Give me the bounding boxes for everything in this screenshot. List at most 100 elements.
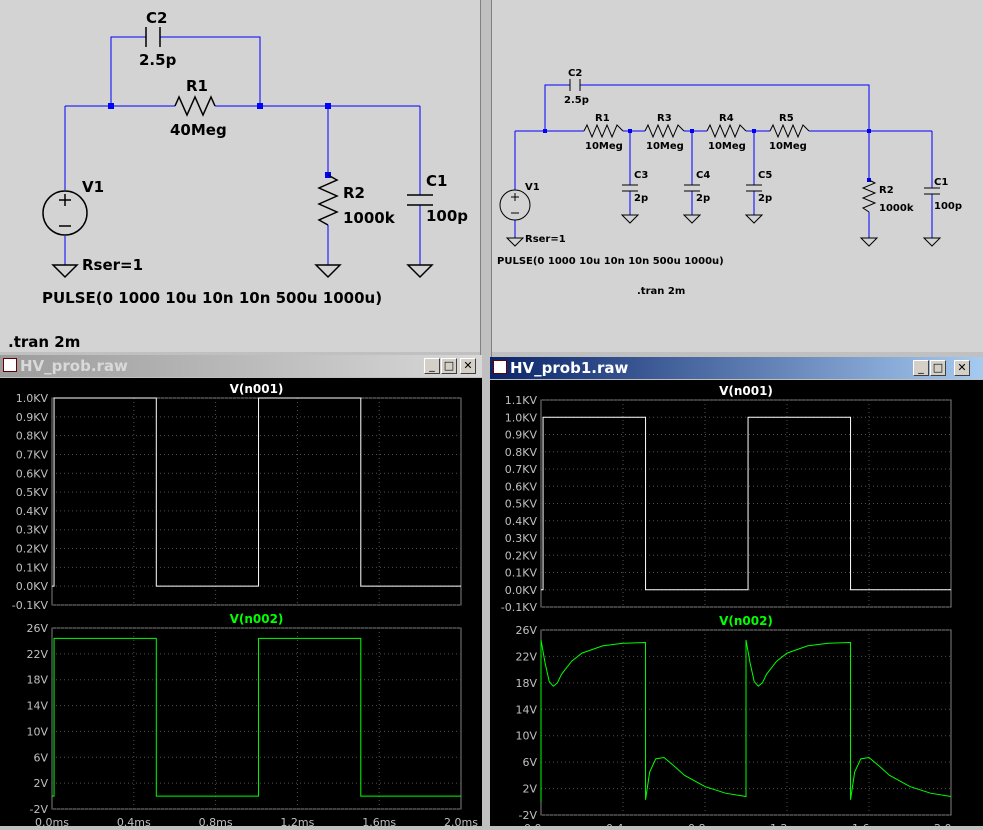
r1-label: R1 [186,77,208,95]
c5-value: 2p [758,193,772,204]
y-tick-label: 0.2KV [16,543,49,556]
r5-resistor[interactable] [769,123,810,139]
x-tick-label: 0.0ms [35,816,69,826]
ground-symbol [314,264,342,279]
c1-value: 100p [934,201,962,212]
r1-value: 10Meg [585,141,623,152]
y-tick-label: 0.8KV [505,446,538,459]
ground-symbol [51,264,79,279]
window-title: HV_prob.raw [20,357,128,375]
y-tick-label: 0.8KV [16,430,49,443]
ground-symbol [406,264,434,279]
r1-resistor[interactable] [583,123,624,139]
pulse-source-spec[interactable]: PULSE(0 1000 10u 10n 10n 500u 1000u) [42,289,382,307]
minimize-button[interactable]: _ [424,358,440,374]
y-tick-label: 1.0KV [505,411,538,424]
waveform-window-icon [493,360,507,374]
maximize-button[interactable]: □ [441,358,457,374]
c2-capacitor[interactable] [569,79,581,91]
y-tick-label: 26V [515,624,537,637]
y-tick-label: -0.1KV [501,601,538,614]
minimize-button[interactable]: _ [913,360,929,376]
close-button[interactable]: ✕ [954,360,970,376]
r4-resistor[interactable] [706,123,747,139]
left-waveform-plot[interactable]: 1.0KV0.9KV0.8KV0.7KV0.6KV0.5KV0.4KV0.3KV… [0,378,482,829]
x-tick-label: 1.2ms [770,822,804,826]
r2-value: 1000k [343,209,396,227]
y-tick-label: 0.4KV [16,505,49,518]
trace-name[interactable]: V(n001) [230,382,284,396]
y-tick-label: 6V [33,751,48,764]
left-junction-dots [108,103,331,178]
y-tick-label: 0.7KV [505,463,538,476]
r2-label: R2 [343,184,365,202]
y-tick-label: 0.6KV [16,467,49,480]
r2-resistor[interactable] [317,174,339,226]
right-waveform-titlebar[interactable]: HV_prob1.raw _ □ ✕ [490,357,983,379]
ground-symbol [922,237,942,247]
c2-capacitor[interactable] [145,27,161,47]
ground-symbol [859,237,879,247]
x-tick-label: 0.4ms [606,822,640,826]
c5-capacitor[interactable] [746,184,762,192]
left-schematic-pane[interactable]: C2 2.5p R1 40Meg V1 Rser=1 R2 1000k C1 1… [0,0,480,352]
y-tick-label: 0.3KV [16,524,49,537]
r5-value: 10Meg [769,141,807,152]
r3-resistor[interactable] [644,123,685,139]
left-schematic-canvas[interactable]: C2 2.5p R1 40Meg V1 Rser=1 R2 1000k C1 1… [0,0,480,352]
trace-line [52,637,461,797]
y-tick-label: 1.0KV [16,392,49,405]
trace-name[interactable]: V(n002) [719,614,773,628]
r1-resistor[interactable] [174,95,216,117]
r2-resistor[interactable] [861,179,877,213]
y-tick-label: 10V [26,725,48,738]
r2-label: R2 [879,185,894,196]
y-tick-label: 22V [26,648,48,661]
trace-name[interactable]: V(n001) [719,384,773,398]
c2-label: C2 [568,68,582,79]
maximize-button[interactable]: □ [930,360,946,376]
c2-label: C2 [146,9,167,27]
right-schematic-pane[interactable]: C2 2.5p R1 10Meg R3 10Meg R4 10Meg R5 10… [492,0,983,352]
y-tick-label: 0.6KV [505,480,538,493]
c1-capacitor[interactable] [924,187,940,195]
r1-value: 40Meg [170,121,227,139]
v1-label: V1 [525,182,540,193]
tran-directive[interactable]: .tran 2m [637,286,685,297]
y-tick-label: 1.1KV [505,394,538,407]
c3-capacitor[interactable] [622,184,638,192]
v1-source[interactable] [499,189,531,221]
plot-frame [51,627,462,810]
trace-name[interactable]: V(n002) [230,612,284,626]
y-tick-label: 0.9KV [16,411,49,424]
right-schematic-canvas[interactable]: C2 2.5p R1 10Meg R3 10Meg R4 10Meg R5 10… [492,0,983,352]
trace-line [540,639,952,802]
y-tick-label: 2V [33,777,48,790]
r5-label: R5 [779,113,794,124]
y-tick-label: 6V [522,756,537,769]
right-waveform-plot[interactable]: 1.1KV1.0KV0.9KV0.8KV0.7KV0.6KV0.5KV0.4KV… [490,380,983,830]
tran-directive[interactable]: .tran 2m [8,333,80,351]
c3-label: C3 [634,170,648,181]
c4-capacitor[interactable] [684,184,700,192]
x-tick-label: 0.8ms [688,822,722,826]
c1-label: C1 [934,177,948,188]
c1-value: 100p [426,207,468,225]
y-tick-label: 22V [515,650,537,663]
close-button[interactable]: ✕ [460,358,476,374]
y-tick-label: 2V [522,783,537,796]
pulse-source-spec[interactable]: PULSE(0 1000 10u 10n 10n 500u 1000u) [497,256,724,267]
v1-source[interactable] [42,190,88,236]
left-waveform-titlebar[interactable]: HV_prob.raw _ □ ✕ [0,355,482,377]
y-tick-label: 0.5KV [16,486,49,499]
c1-capacitor[interactable] [407,194,433,206]
y-tick-label: 14V [26,700,48,713]
y-tick-label: 0.3KV [505,532,538,545]
y-tick-label: 26V [26,622,48,635]
y-tick-label: -0.1KV [12,599,49,612]
c2-value: 2.5p [564,95,589,106]
